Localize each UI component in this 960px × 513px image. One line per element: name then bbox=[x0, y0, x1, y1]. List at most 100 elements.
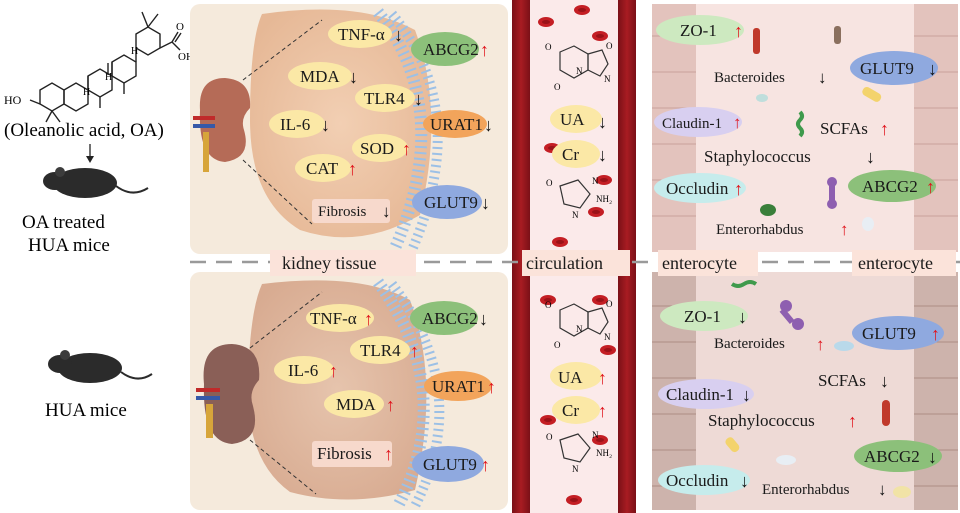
arrow-glut9-bottom: ↑ bbox=[481, 455, 490, 475]
caption-kidney-bg bbox=[270, 250, 416, 276]
creat-n2-top: N bbox=[572, 210, 579, 220]
label-ua-bottom: UA bbox=[558, 368, 583, 387]
caption-enterocyte-left-bg bbox=[658, 250, 758, 276]
label-abcg2-bottom: ABCG2 bbox=[422, 309, 478, 328]
uric-o3-top: O bbox=[554, 82, 561, 92]
uric-o2-top: O bbox=[606, 41, 613, 51]
arrow-fibrosis-bottom: ↑ bbox=[384, 444, 393, 464]
h-label-1: H bbox=[83, 87, 90, 98]
cr-bubble-bottom bbox=[552, 396, 600, 424]
arrow-scfas-bottom: ↓ bbox=[880, 371, 889, 391]
caption-enterocyte-right: enterocyte bbox=[858, 253, 933, 273]
label-zo1-top: ZO-1 bbox=[680, 21, 717, 40]
arrow-bacteroides-bottom: ↑ bbox=[816, 335, 825, 354]
label-urat1-top: URAT1 bbox=[430, 115, 483, 134]
zoom-line-top-1 bbox=[242, 19, 323, 81]
arrow-il6-top: ↓ bbox=[321, 115, 330, 135]
label-ua-top: UA bbox=[560, 110, 585, 129]
caption-kidney: kidney tissue bbox=[282, 253, 377, 273]
creatinine-structure-bottom bbox=[559, 433, 591, 463]
label-cr-top: Cr bbox=[562, 145, 579, 164]
creat-n2-bottom: N bbox=[572, 464, 579, 474]
label-scfas-top: SCFAs bbox=[820, 119, 868, 138]
oleanolic-acid-structure bbox=[29, 11, 182, 123]
label-abcg2-top: ABCG2 bbox=[423, 40, 479, 59]
enterocyte-wall-top-right bbox=[914, 4, 958, 252]
arrow-cr-top: ↓ bbox=[598, 145, 607, 165]
uric-o1-top: O bbox=[545, 42, 552, 52]
uric-o3-bottom: O bbox=[554, 340, 561, 350]
arrow-fibrosis-top: ↓ bbox=[382, 202, 391, 221]
label-bacteroides-bottom: Bacteroides bbox=[714, 336, 785, 352]
arrow-tlr4-bottom: ↑ bbox=[410, 341, 419, 361]
cr-bubble-top bbox=[552, 140, 600, 168]
label-glut9-gut-top: GLUT9 bbox=[860, 59, 914, 78]
arrow-abcg2-gut-bottom: ↓ bbox=[928, 447, 937, 467]
label-glut9-gut-bottom: GLUT9 bbox=[862, 324, 916, 343]
uric-acid-structure-bottom bbox=[559, 303, 609, 337]
label-fibrosis-top: Fibrosis bbox=[318, 204, 367, 220]
arrow-occludin-bottom: ↓ bbox=[740, 471, 749, 491]
arrow-il6-bottom: ↑ bbox=[329, 361, 338, 381]
label-il6-top: IL-6 bbox=[280, 115, 310, 134]
caption-circulation-bg bbox=[522, 250, 630, 276]
arrow-abcg2-top: ↑ bbox=[480, 40, 489, 60]
arrow-tnf-bottom: ↑ bbox=[364, 309, 373, 329]
kidney-bottom-labels: TNF-α ↑ ABCG2 ↓ TLR4 ↑ IL-6 ↑ URAT1 ↑ MD… bbox=[274, 301, 496, 482]
label-enterorhabdus-top: Enterorhabdus bbox=[716, 222, 804, 238]
arrow-sod-top: ↑ bbox=[402, 139, 411, 159]
arrow-claudin-bottom: ↓ bbox=[742, 385, 751, 405]
arrow-cr-bottom: ↑ bbox=[598, 401, 607, 421]
label-enterorhabdus-bottom: Enterorhabdus bbox=[762, 482, 850, 498]
down-pointer-head bbox=[86, 156, 94, 163]
h-label-3: H bbox=[131, 46, 138, 57]
gut-top-labels: ZO-1 ↑ Bacteroides ↓ GLUT9 ↓ Claudin-1 ↑… bbox=[654, 15, 938, 239]
ua-bubble-top bbox=[550, 105, 602, 133]
arrow-zo1-top: ↑ bbox=[734, 21, 743, 41]
arrow-mda-bottom: ↑ bbox=[386, 395, 395, 415]
arrow-urat1-top: ↓ bbox=[484, 115, 493, 135]
label-tlr4-bottom: TLR4 bbox=[360, 341, 401, 360]
mouse-treated-icon bbox=[43, 167, 149, 198]
arrow-mda-top: ↓ bbox=[349, 67, 358, 87]
creat-nh2-bottom: NH₂ bbox=[596, 448, 612, 458]
compound-name: (Oleanolic acid, OA) bbox=[4, 120, 164, 141]
kidney-icon-top bbox=[193, 78, 251, 172]
group-control: HUA mice bbox=[45, 400, 127, 421]
microbes-top bbox=[753, 26, 882, 231]
caption-circulation: circulation bbox=[526, 253, 603, 273]
arrow-abcg2-bottom: ↓ bbox=[479, 309, 488, 329]
label-claudin-bottom: Claudin-1 bbox=[666, 385, 734, 404]
arrow-bacteroides-top: ↓ bbox=[818, 68, 827, 87]
label-claudin-top: Claudin-1 bbox=[662, 116, 722, 132]
cell-membrane-bottom bbox=[373, 278, 430, 509]
label-abcg2-gut-top: ABCG2 bbox=[862, 177, 918, 196]
vessel-wall-left bbox=[512, 0, 530, 513]
label-tlr4-top: TLR4 bbox=[364, 89, 405, 108]
ua-bubble-bottom bbox=[550, 362, 602, 390]
mouse-control-icon bbox=[48, 350, 153, 383]
label-mda-top: MDA bbox=[300, 67, 340, 86]
label-abcg2-gut-bottom: ABCG2 bbox=[864, 447, 920, 466]
label-il6-bottom: IL-6 bbox=[288, 361, 318, 380]
arrow-tlr4-top: ↓ bbox=[414, 89, 423, 109]
arrow-claudin-top: ↑ bbox=[733, 113, 742, 132]
arrow-enterorhabdus-top: ↑ bbox=[840, 220, 849, 239]
uric-acid-structure-top bbox=[559, 45, 609, 79]
arrow-glut9-top: ↓ bbox=[481, 193, 490, 213]
label-staph-bottom: Staphylococcus bbox=[708, 411, 815, 430]
arrow-ua-top: ↓ bbox=[598, 112, 607, 132]
label-tnf-top: TNF-α bbox=[338, 25, 385, 44]
gut-bottom-labels: ZO-1 ↓ Bacteroides ↑ GLUT9 ↑ SCFAs ↓ Cla… bbox=[658, 301, 944, 499]
label-zo1-bottom: ZO-1 bbox=[684, 307, 721, 326]
uric-n1-bottom: N bbox=[576, 324, 583, 334]
arrow-glut9-gut-top: ↓ bbox=[928, 59, 937, 79]
label-cr-bottom: Cr bbox=[562, 401, 579, 420]
o-label: O bbox=[176, 21, 184, 33]
arrow-urat1-bottom: ↑ bbox=[487, 377, 496, 397]
arrow-occludin-top: ↑ bbox=[734, 179, 743, 199]
arrow-scfas-top: ↑ bbox=[880, 119, 889, 139]
caption-enterocyte-right-bg bbox=[852, 250, 956, 276]
label-glut9-bottom: GLUT9 bbox=[423, 455, 477, 474]
